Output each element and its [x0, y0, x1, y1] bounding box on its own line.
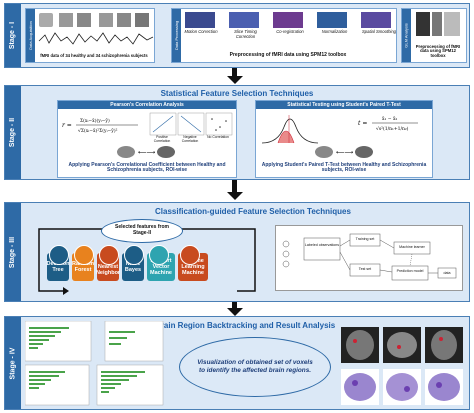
step-motion-correction: Motion Correction	[184, 29, 218, 34]
svg-text:t =: t =	[358, 120, 367, 127]
ml-pipeline-box: Labeled observations Training set Machin…	[275, 225, 463, 291]
data-processing-box: Data Processing Motion Correction Slice …	[171, 8, 397, 63]
svg-text:r =: r =	[62, 122, 72, 129]
svg-text:√Σ(xᵢ−x̄)²Σ(yᵢ−ȳ)²: √Σ(xᵢ−x̄)²Σ(yᵢ−ȳ)²	[78, 127, 118, 134]
selected-features-ellipse: Selected features from Stage-II	[101, 219, 183, 243]
ml-label-learner: Machine learner	[399, 245, 425, 249]
arrow-stage1-to-2	[232, 68, 237, 78]
svg-text:√s²(1/n₁+1/n₂): √s²(1/n₁+1/n₂)	[376, 125, 409, 132]
classifier-naive-bayes: Naive Bayes	[122, 245, 144, 281]
arrow-stage1-to-2-head	[227, 76, 243, 84]
ml-label-test: Test set	[358, 267, 372, 271]
corr-label-negative: Negative Correlation	[181, 135, 199, 143]
ttest-graphic: t = x̄₁ − x̄₂ √s²(1/n₁+1/n₂)	[261, 115, 418, 144]
result-charts-graphic	[25, 321, 164, 406]
stage-2-panel: Stage - II Statistical Feature Selection…	[4, 85, 470, 180]
step-slice-timing: Slice Timing Correction	[234, 29, 257, 39]
ml-label-observations: Labeled observations	[304, 243, 340, 247]
corr-label-positive: Positive Correlation	[153, 135, 171, 143]
stage-2-title: Statistical Feature Selection Techniques	[160, 89, 314, 98]
stage-4-tab: Stage - IV	[5, 317, 21, 409]
ml-label-training: Training set	[355, 237, 375, 241]
ttest-box: Statistical Testing using Student's Pair…	[255, 100, 433, 178]
ml-pipeline-graphic	[282, 233, 457, 281]
arrow-stage2-to-3	[232, 180, 237, 192]
stage-4-panel: Stage - IV Brain Region Backtracking and…	[4, 316, 470, 410]
ttest-title: Statistical Testing using Student's Pair…	[256, 101, 432, 109]
arrow-stage3-to-4-head	[227, 308, 243, 316]
svg-text:x̄₁ − x̄₂: x̄₁ − x̄₂	[382, 116, 398, 122]
classifier-decision-tree: Decision Tree	[47, 245, 69, 281]
brain-comparison-graphic: ⟵⟶	[117, 146, 175, 158]
brain-slices-graphic	[185, 12, 391, 28]
design-matrix-graphic	[416, 12, 460, 36]
glm-caption: Preprocessing of fMRI data using SPM12 t…	[415, 43, 461, 59]
stage-1-panel: Stage - I Data Acquisition fMRI data of …	[4, 3, 470, 68]
acquisition-caption: fMRI data of 34 healthy and 34 schizophr…	[40, 53, 148, 59]
step-spatial-smoothing: Spatial Smoothing	[362, 29, 396, 34]
processing-caption: Preprocessing of fMRI data using SPM12 t…	[229, 52, 347, 59]
step-coregistration: Co-registration	[276, 29, 304, 34]
fmri-signal-graphic	[38, 13, 154, 45]
glm-analysis-box: GLM Analysis Preprocessing of fMRI data …	[401, 8, 467, 63]
pearson-box: Pearson's Correlation Analysis r = Σ(xᵢ−…	[57, 100, 237, 178]
brain-comparison-graphic-2: ⟵⟶	[315, 146, 373, 158]
pearson-title: Pearson's Correlation Analysis	[58, 101, 236, 109]
classifier-row: Decision Tree Random Forest K-Nearest Ne…	[47, 245, 247, 285]
stage-3-tab: Stage - III	[5, 203, 21, 301]
stage-3-panel: Stage - III Classification-guided Featur…	[4, 202, 470, 302]
glm-side-label: GLM Analysis	[402, 9, 411, 62]
classifier-elm: Extreme Learning Machine	[178, 245, 208, 281]
ttest-caption: Applying Student's Paired T-Test between…	[261, 161, 427, 174]
brain-maps-graphic	[341, 327, 463, 405]
visualization-ellipse: Visualization of obtained set of voxels …	[179, 337, 331, 397]
stage-3-title: Classification-guided Feature Selection …	[155, 207, 351, 216]
stage-2-tab: Stage - II	[5, 86, 21, 179]
arrow-stage3-to-4	[232, 302, 237, 309]
acquisition-side-label: Data Acquisition	[26, 9, 35, 62]
classifier-random-forest: Random Forest	[72, 245, 94, 281]
svg-text:⟵⟶: ⟵⟶	[138, 150, 156, 156]
classifier-knn: K-Nearest Neighbor	[96, 245, 120, 281]
corr-label-none: No Correlation	[207, 135, 229, 139]
classifier-svm: Support Vector Machine	[147, 245, 175, 281]
pearson-caption: Applying Pearson's Correlational Coeffic…	[68, 161, 226, 174]
data-acquisition-box: Data Acquisition fMRI data of 34 healthy…	[25, 8, 155, 63]
svg-text:⟵⟶: ⟵⟶	[336, 150, 354, 156]
stage-4-title: Brain Region Backtracking and Result Ana…	[155, 321, 336, 330]
arrow-stage2-to-3-head	[227, 192, 243, 200]
ml-label-prediction: Prediction model	[396, 269, 424, 273]
svg-text:Σ(xᵢ−x̄)(yᵢ−ȳ): Σ(xᵢ−x̄)(yᵢ−ȳ)	[80, 117, 110, 124]
stage-1-tab: Stage - I	[5, 4, 21, 67]
pearson-formula-graphic: r = Σ(xᵢ−x̄)(yᵢ−ȳ) √Σ(xᵢ−x̄)²Σ(yᵢ−ȳ)²	[62, 112, 233, 136]
step-normalization: Normalization	[321, 29, 348, 34]
processing-steps: Motion Correction Slice Timing Correctio…	[184, 29, 396, 40]
feedback-loop-graphic	[38, 228, 256, 295]
ml-label-data: data	[443, 271, 451, 275]
processing-side-label: Data Processing	[172, 9, 181, 62]
